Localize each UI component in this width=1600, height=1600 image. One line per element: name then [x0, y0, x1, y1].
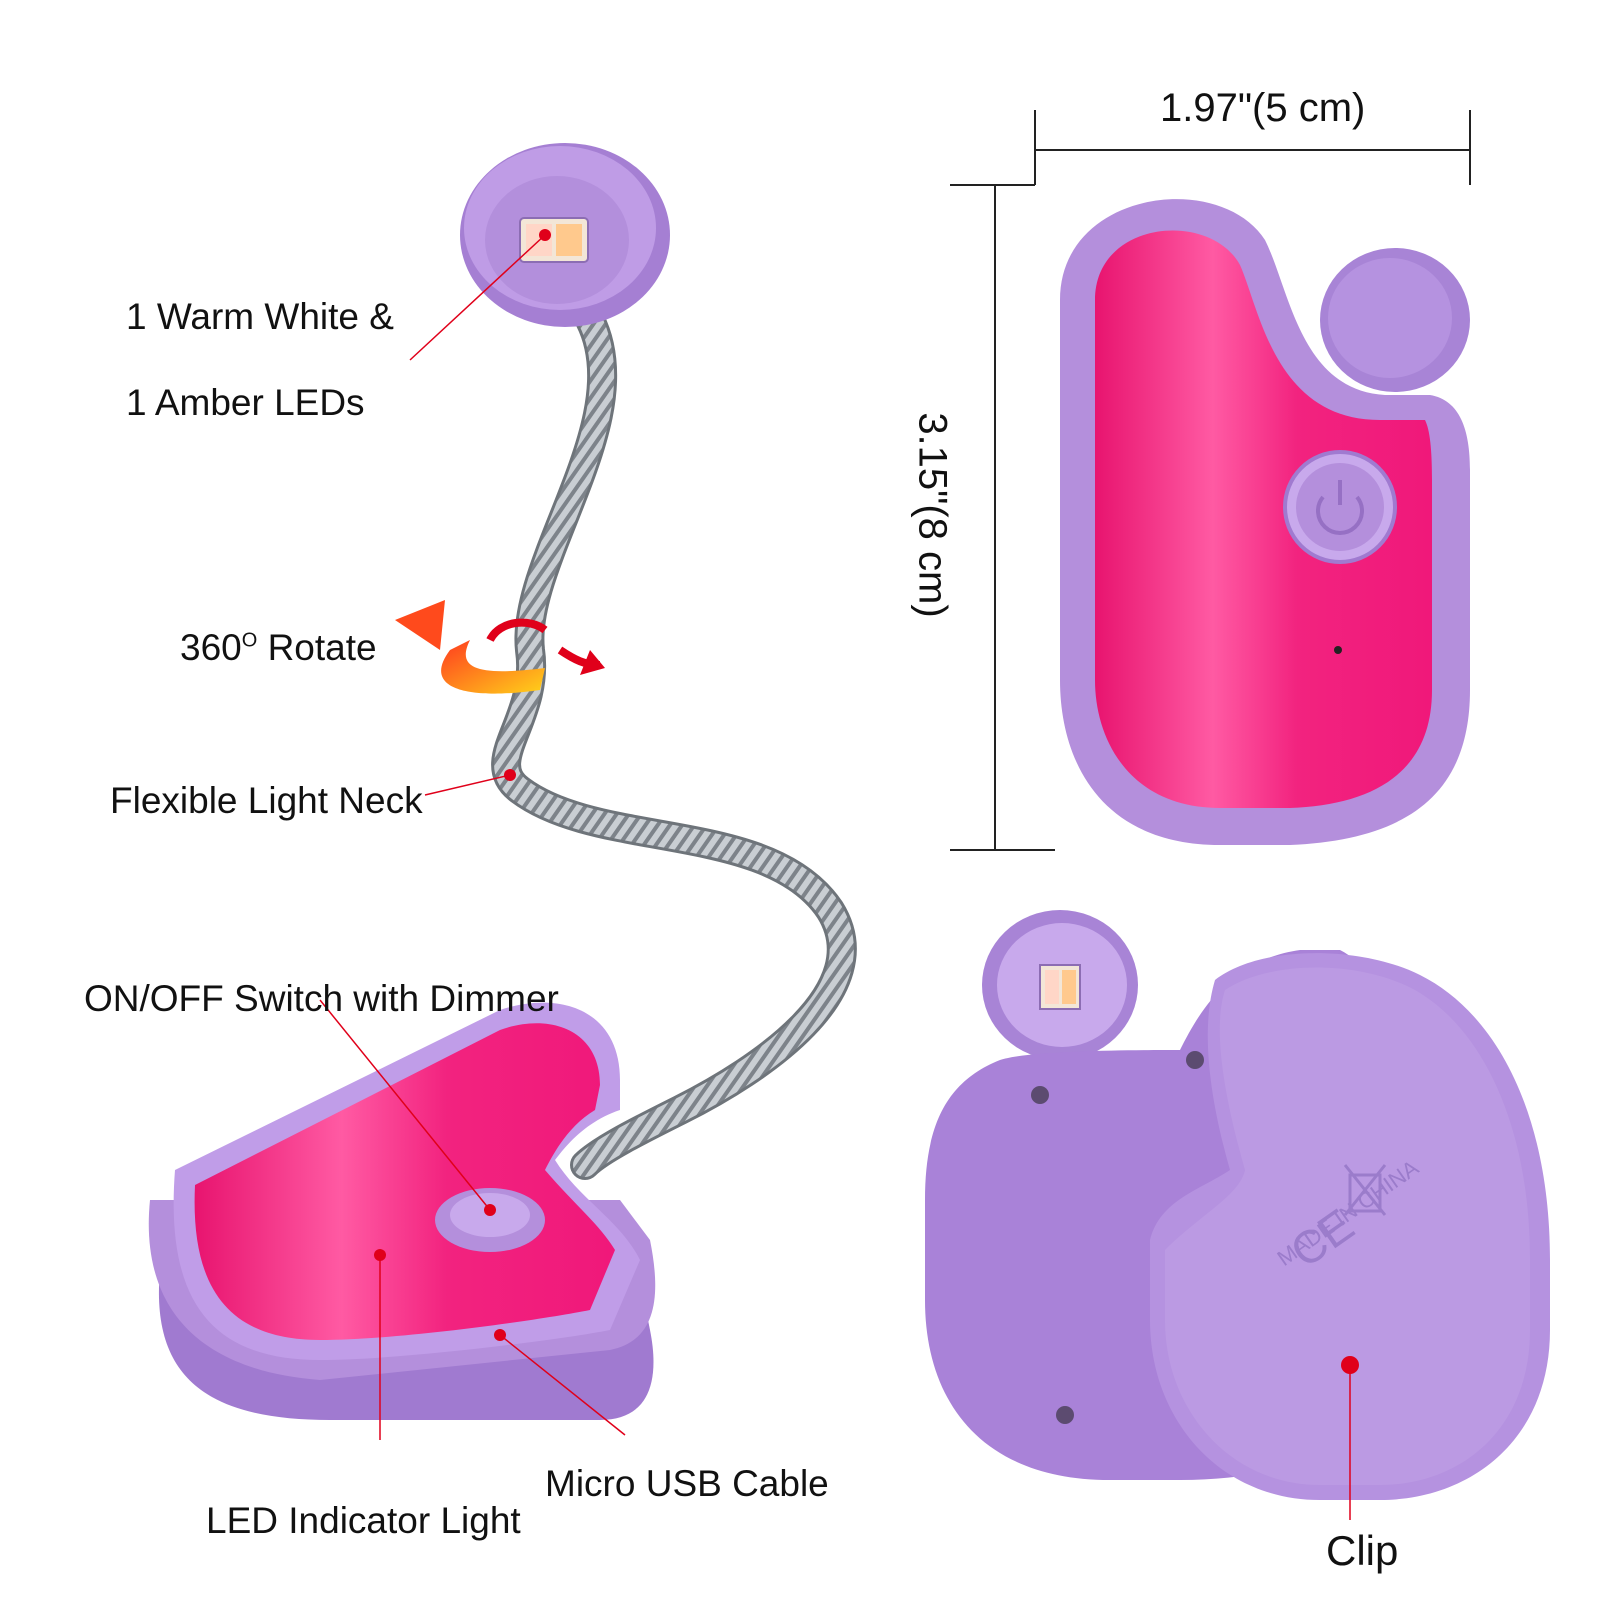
clip-label: Clip [1326, 1527, 1399, 1574]
width-dimension: 1.97"(5 cm) [1160, 86, 1366, 130]
front-view [950, 110, 1471, 851]
rotate-degree: O [241, 629, 258, 652]
neck-label: Flexible Light Neck [110, 780, 423, 821]
switch-label: ON/OFF Switch with Dimmer [84, 978, 559, 1019]
height-dimension: 3.15"(8 cm) [910, 412, 955, 618]
leds-label-line1: 1 Warm White & [126, 296, 394, 337]
lamp-callouts [319, 229, 626, 1440]
usb-label: Micro USB Cable [545, 1463, 829, 1504]
leds-label-line2: 1 Amber LEDs [126, 382, 365, 423]
wee-bin-icon [1343, 1164, 1387, 1216]
power-icon [1316, 480, 1364, 535]
rotate-suffix: Rotate [267, 627, 377, 668]
rotate-label: 360O Rotate [180, 629, 377, 666]
rotate-number: 360 [180, 627, 242, 668]
lamp-head [460, 143, 670, 327]
back-view [925, 910, 1550, 1520]
indicator-label: LED Indicator Light [206, 1500, 521, 1541]
rotate-arrow-icon [395, 600, 605, 694]
lamp-base [148, 1002, 656, 1420]
lamp-main [148, 143, 857, 1440]
screw-icon [1031, 1051, 1204, 1424]
